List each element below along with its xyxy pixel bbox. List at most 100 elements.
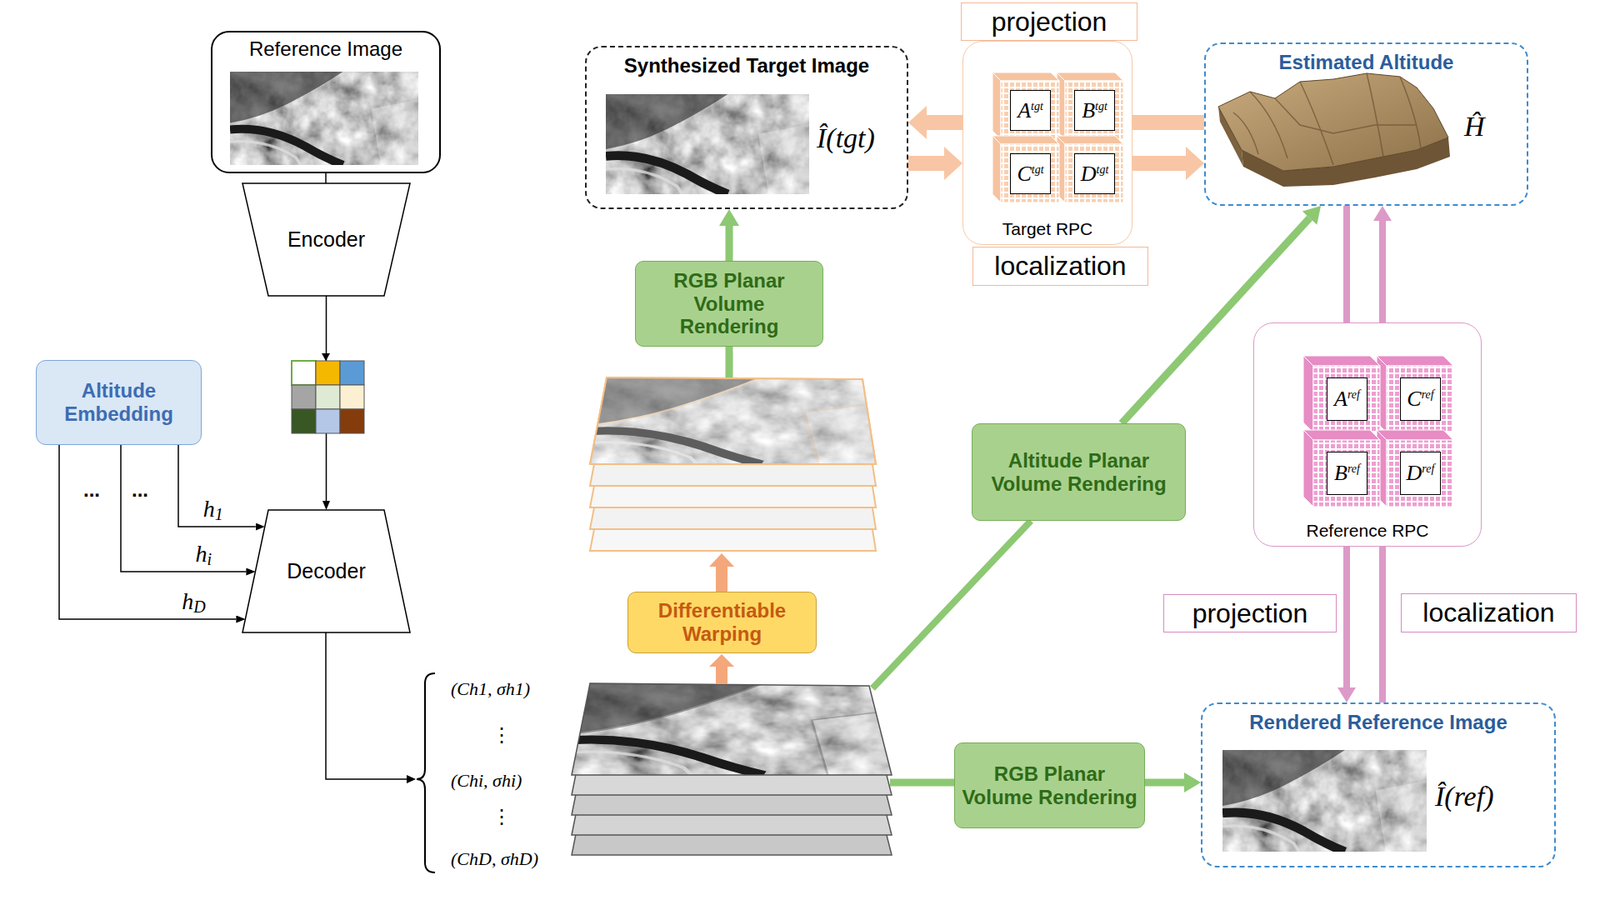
node-label: Decoder	[286, 559, 366, 584]
decoder-output-arrow	[406, 775, 416, 784]
node-label: projection	[991, 6, 1108, 38]
node-label: Dtgt	[1080, 160, 1110, 187]
camera-model-box: Target RPCAtgtBtgtCtgtDtgt	[962, 40, 1133, 245]
rpc-coefficient-cubes	[1303, 355, 1314, 433]
terrain-surface	[1218, 73, 1450, 187]
node-label: Reference Image	[249, 37, 403, 61]
rpc-coefficient-cubes	[1065, 144, 1124, 203]
coefficient-box: Cref	[1400, 377, 1441, 421]
feature-grid	[315, 385, 340, 410]
plane-stack	[571, 683, 892, 775]
rpc-coefficient-cubes	[1376, 430, 1454, 440]
terrain-surface	[1233, 73, 1421, 165]
ellipsis-mark: ...	[131, 478, 149, 502]
rpc-coefficient-cubes	[1056, 72, 1124, 81]
camera-model-box: Reference RPCArefCrefBrefDref	[1253, 322, 1482, 547]
encoder-block: Encoder	[242, 183, 410, 296]
math-symbol: Ĥ	[1464, 110, 1485, 143]
signal-label: h1	[203, 495, 224, 525]
warping-arrow	[709, 553, 735, 567]
node-label: localization	[994, 250, 1126, 282]
connector-arrow	[1343, 546, 1350, 688]
coefficient-box: Btgt	[1074, 90, 1115, 131]
connector-arrow	[178, 445, 256, 527]
node-label: RGB Planar Volume Rendering	[961, 762, 1138, 809]
feature-grid	[291, 360, 365, 434]
coefficient-box: Dref	[1400, 451, 1441, 495]
node-label: Altitude Embedding	[43, 379, 195, 425]
terrain-surface	[1300, 81, 1334, 165]
warped-plane-stack	[590, 377, 876, 465]
feature-grid	[291, 385, 316, 410]
output-panel: Synthesized Target ImageÎ(tgt)	[585, 45, 909, 210]
process-box: RGB Planar Volume Rendering	[954, 742, 1145, 829]
rpc-coefficient-cubes	[1000, 80, 1060, 140]
ellipsis-mark: ...	[83, 478, 100, 502]
node-label: RGB Planar Volume Rendering	[642, 269, 816, 339]
rpc-coefficient-cubes	[1313, 365, 1380, 433]
plane-stack	[571, 683, 892, 855]
node-label: Dref	[1406, 460, 1435, 486]
feature-grid	[291, 409, 316, 434]
process-box: RGB Planar Volume Rendering	[635, 260, 824, 347]
feature-grid	[315, 409, 340, 434]
satellite-image	[605, 94, 810, 195]
node-label: Bref	[1334, 460, 1360, 486]
math-symbol: Î(tgt)	[816, 122, 875, 155]
node-label: Estimated Altitude	[1279, 50, 1455, 75]
plane-stack	[571, 683, 892, 775]
feature-grid	[340, 409, 365, 434]
node-label: Aref	[1334, 385, 1360, 412]
rpc-coefficient-cubes	[992, 135, 1060, 145]
node-label: Altitude Planar Volume Rendering	[979, 449, 1179, 495]
node-label: Cref	[1406, 385, 1434, 412]
rpc-coefficient-cubes	[992, 72, 1060, 81]
rpc-coefficient-cubes	[1386, 440, 1454, 507]
node-label: Target RPC	[963, 219, 1132, 240]
rpc-coefficient-cubes	[1303, 355, 1454, 507]
trapezoid-outline	[242, 510, 410, 633]
rendering-flow-line	[729, 346, 1031, 783]
signal-label: hD	[181, 588, 205, 617]
rpc-coefficient-cubes	[1303, 355, 1380, 366]
node-label: Synthesized Target Image	[624, 54, 870, 78]
connector-arrow	[1343, 205, 1350, 323]
node-label: Rendered Reference Image	[1249, 710, 1507, 735]
process-box: Altitude Planar Volume Rendering	[971, 423, 1186, 521]
decoder-block: Decoder	[242, 510, 410, 633]
feature-grid	[315, 360, 340, 385]
satellite-image	[1222, 750, 1427, 852]
connector-arrow	[59, 445, 236, 620]
output-panel: Estimated AltitudeĤ	[1204, 42, 1529, 206]
terrain-surface	[1233, 112, 1259, 155]
rpc-coefficient-cubes	[1303, 430, 1380, 440]
rpc-coefficient-cubes	[1056, 135, 1124, 145]
decoder-output-arrow	[325, 632, 409, 780]
terrain-surface	[1366, 73, 1384, 157]
rendering-flow-line	[890, 779, 955, 787]
arrow-head	[321, 353, 330, 361]
ellipsis-mark: ⋮	[491, 723, 512, 747]
rpc-coefficient-cubes	[992, 72, 1124, 203]
terrain-surface	[1218, 73, 1449, 171]
connector-arrow	[325, 173, 327, 184]
rpc-coefficient-cubes	[1313, 440, 1380, 507]
plane-output-label: (Ch1, σh1)	[450, 678, 530, 700]
terrain-surface	[1250, 91, 1288, 159]
node-label: localization	[1422, 597, 1555, 629]
image-panel: Reference Image	[210, 30, 441, 174]
terrain-surface	[1400, 76, 1421, 149]
warping-arrow	[715, 566, 728, 592]
coefficient-box: Atgt	[1010, 90, 1051, 131]
process-box: Differentiable Warping	[627, 591, 817, 654]
rendering-flow-line	[872, 520, 1031, 689]
plane-output-label: (ChD, σhD)	[450, 848, 539, 870]
operation-tag: localization	[972, 246, 1149, 286]
connector-arrow	[1379, 220, 1386, 323]
connector-arrow	[908, 155, 945, 171]
curly-brace	[416, 673, 435, 873]
coefficient-box: Dtgt	[1074, 153, 1115, 195]
rpc-coefficient-cubes	[1000, 144, 1060, 203]
